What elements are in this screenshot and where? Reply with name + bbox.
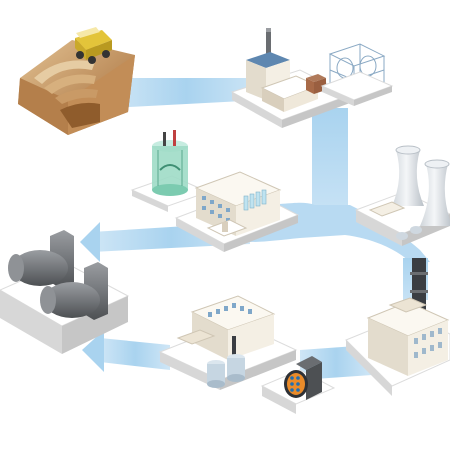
storage-cask-icon-2 bbox=[40, 262, 108, 320]
cooling-tower-icon bbox=[392, 145, 424, 206]
nuclear-power-plant bbox=[345, 258, 450, 396]
arrow-head-storage bbox=[82, 330, 104, 372]
storage-tanks-icon bbox=[207, 354, 245, 388]
arrow-head-left bbox=[80, 222, 100, 262]
open-pit-mine bbox=[18, 27, 135, 135]
enrichment-plant bbox=[130, 130, 300, 252]
arrow-conversion-down bbox=[312, 108, 348, 212]
storage-cask-icon bbox=[8, 230, 74, 288]
cooling-tower-icon-2 bbox=[420, 159, 450, 226]
conversion-plant bbox=[230, 28, 394, 128]
fuel-assembly-icon bbox=[284, 356, 322, 400]
enrichment-tank-icon bbox=[152, 130, 188, 196]
spent-fuel-storage bbox=[0, 230, 130, 354]
fuel-fabrication-plant bbox=[354, 145, 450, 246]
reprocessing-plant bbox=[158, 295, 336, 414]
haul-truck-icon bbox=[75, 27, 112, 64]
arrow-to-storage bbox=[100, 338, 170, 370]
arrow-mine-to-conversion bbox=[110, 78, 262, 108]
